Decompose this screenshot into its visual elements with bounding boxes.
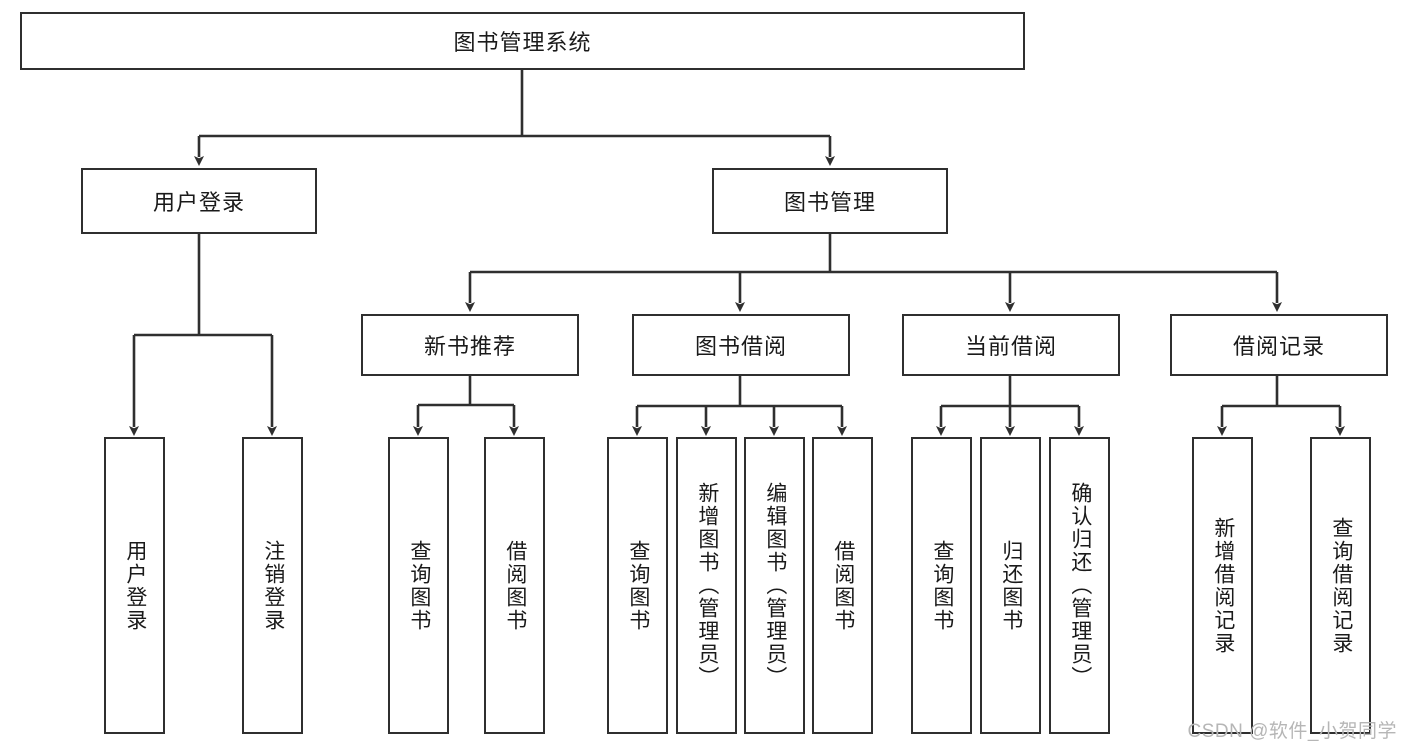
node-borrow-record[interactable]: 借阅记录	[1170, 314, 1388, 376]
leaf-return-book[interactable]: 归还图书	[980, 437, 1041, 734]
leaf-query-book-2[interactable]: 查询图书	[607, 437, 668, 734]
leaf-add-book-admin[interactable]: 新增图书（管理员）	[676, 437, 737, 734]
node-label: 图书管理系统	[453, 30, 592, 55]
node-label: 图书借阅	[694, 334, 787, 359]
node-root-book-management-system[interactable]: 图书管理系统	[20, 12, 1025, 70]
leaf-confirm-return-admin[interactable]: 确认归还（管理员）	[1049, 437, 1110, 734]
node-user-login[interactable]: 用户登录	[81, 168, 317, 234]
node-new-book-recommend[interactable]: 新书推荐	[361, 314, 579, 376]
node-label: 新书推荐	[423, 334, 516, 359]
node-label: 新增借阅记录	[1211, 516, 1235, 655]
leaf-add-borrow-record[interactable]: 新增借阅记录	[1192, 437, 1253, 734]
node-label: 注销登录	[261, 539, 285, 632]
node-label: 查询图书	[626, 539, 650, 632]
node-current-borrow[interactable]: 当前借阅	[902, 314, 1120, 376]
node-label: 图书管理	[783, 190, 876, 215]
node-label: 当前借阅	[964, 334, 1057, 359]
leaf-edit-book-admin[interactable]: 编辑图书（管理员）	[744, 437, 805, 734]
node-label: 查询图书	[407, 539, 431, 632]
watermark-text: CSDN @软件_小贺同学	[1187, 721, 1397, 742]
leaf-query-book-3[interactable]: 查询图书	[911, 437, 972, 734]
leaf-query-borrow-record[interactable]: 查询借阅记录	[1310, 437, 1371, 734]
node-label: 借阅记录	[1232, 334, 1325, 359]
leaf-user-login[interactable]: 用户登录	[104, 437, 165, 734]
node-label: 编辑图书（管理员）	[763, 482, 787, 689]
node-label: 用户登录	[123, 539, 147, 632]
node-label: 新增图书（管理员）	[695, 482, 719, 689]
leaf-borrow-book-1[interactable]: 借阅图书	[484, 437, 545, 734]
node-book-borrow[interactable]: 图书借阅	[632, 314, 850, 376]
node-label: 用户登录	[152, 190, 245, 215]
leaf-borrow-book-2[interactable]: 借阅图书	[812, 437, 873, 734]
node-book-management[interactable]: 图书管理	[712, 168, 948, 234]
leaf-query-book-1[interactable]: 查询图书	[388, 437, 449, 734]
node-label: 查询图书	[930, 539, 954, 632]
node-label: 借阅图书	[831, 539, 855, 632]
node-label: 归还图书	[999, 539, 1023, 632]
node-label: 查询借阅记录	[1329, 516, 1353, 655]
node-label: 确认归还（管理员）	[1068, 482, 1092, 689]
node-label: 借阅图书	[503, 539, 527, 632]
leaf-user-logout[interactable]: 注销登录	[242, 437, 303, 734]
